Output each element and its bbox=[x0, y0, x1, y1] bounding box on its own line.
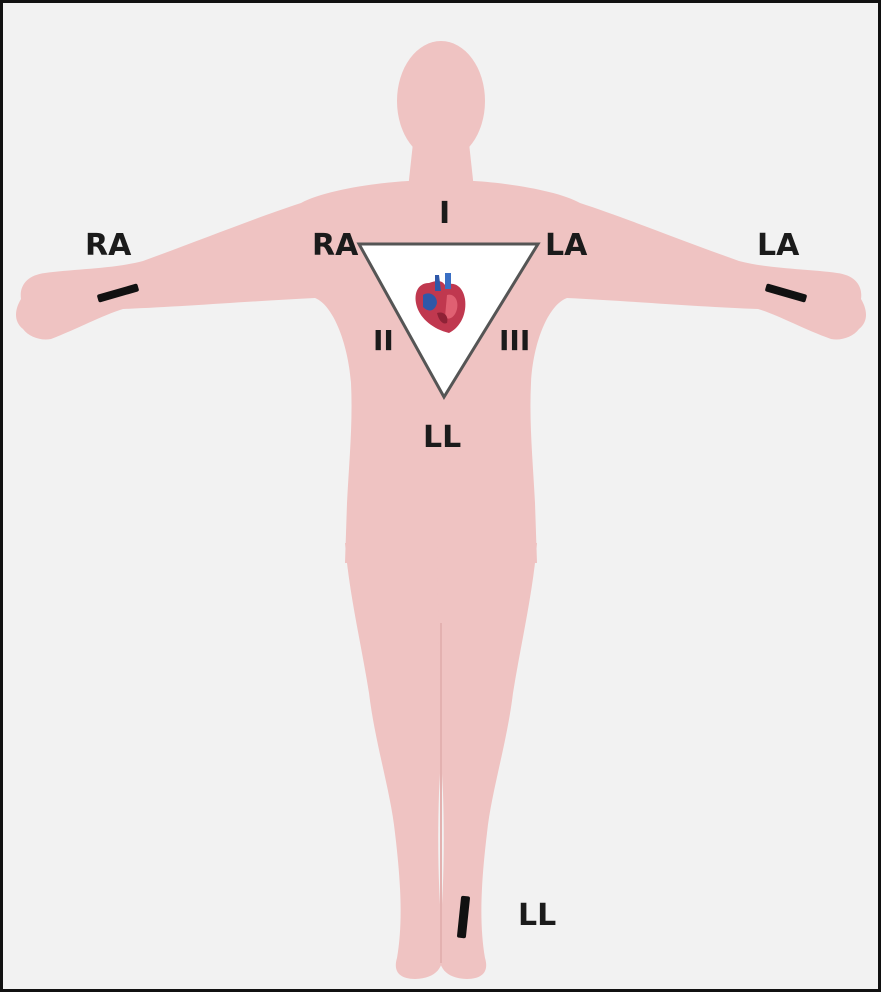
triangle-vertex-ll-label: LL bbox=[423, 423, 461, 453]
lead-ii-label: II bbox=[373, 327, 394, 355]
triangle-vertex-la-label: LA bbox=[545, 231, 587, 261]
lead-iii-label: III bbox=[499, 327, 530, 355]
einthoven-triangle-diagram bbox=[3, 3, 878, 989]
human-body-silhouette bbox=[16, 41, 866, 979]
right-leg bbox=[345, 543, 445, 979]
lead-i-label: I bbox=[439, 199, 450, 229]
right-arm-electrode-label: RA bbox=[85, 231, 131, 261]
left-leg-electrode-label: LL bbox=[518, 901, 556, 931]
left-arm-electrode-label: LA bbox=[757, 231, 799, 261]
triangle-vertex-ra-label: RA bbox=[312, 231, 358, 261]
